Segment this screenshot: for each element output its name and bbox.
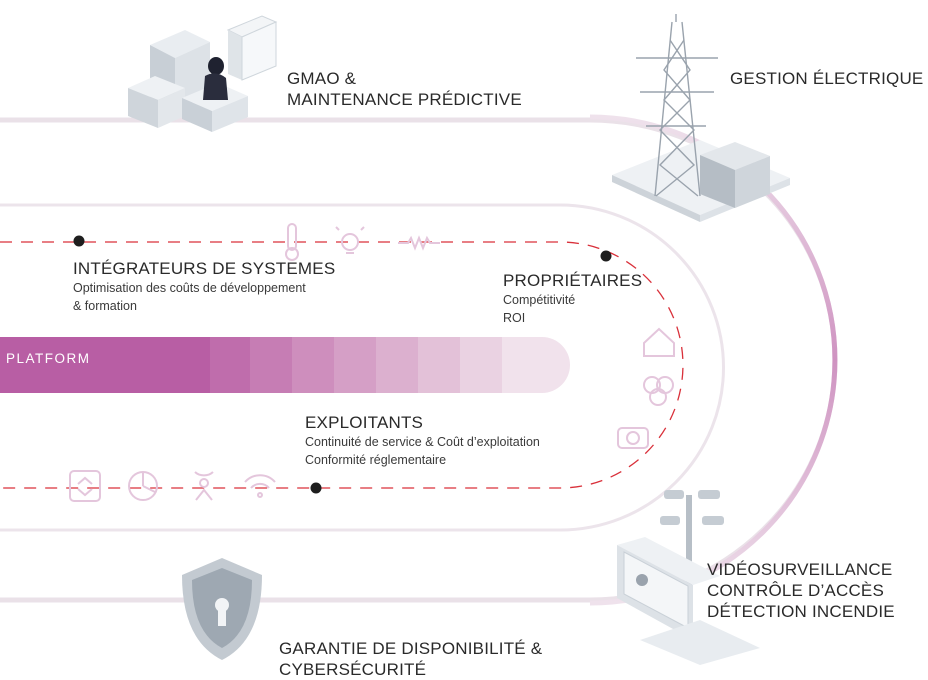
electric-label: GESTION ÉLECTRIQUE — [730, 69, 924, 88]
security-label: GARANTIE DE DISPONIBILITÉ & CYBERSÉCURIT… — [279, 638, 542, 680]
security-line1: GARANTIE DE DISPONIBILITÉ & — [279, 639, 543, 658]
operators-dot — [310, 482, 322, 494]
integrators-line2: & formation — [73, 299, 137, 313]
operators-block: EXPLOITANTS Continuité de service & Coût… — [305, 412, 540, 469]
camera-monitor-illustration — [617, 490, 760, 665]
video-line2: CONTRÔLE D’ACCÈS — [707, 581, 885, 600]
operators-line1: Continuité de service & Coût d’exploitat… — [305, 435, 540, 449]
person-signal-icon — [194, 471, 214, 501]
thermometer-icon — [285, 223, 299, 261]
camera-icon — [617, 427, 649, 449]
operators-line2: Conformité réglementaire — [305, 453, 447, 467]
platform-bar — [0, 337, 570, 393]
elevator-icon — [69, 470, 101, 502]
gmao-line2: MAINTENANCE PRÉDICTIVE — [287, 90, 522, 109]
integrators-title: INTÉGRATEURS DE SYSTEMES — [73, 259, 336, 278]
shield-lock-illustration — [182, 558, 262, 660]
power-pylon-illustration — [612, 14, 790, 222]
owners-line2: ROI — [503, 311, 526, 325]
wifi-icon — [244, 474, 276, 498]
gmao-line1: GMAO & — [287, 69, 357, 88]
integrators-line1: Optimisation des coûts de développement — [73, 281, 306, 295]
owners-title: PROPRIÉTAIRES — [503, 271, 643, 290]
integrators-dot — [73, 235, 85, 247]
integrators-block: INTÉGRATEURS DE SYSTEMES Optimisation de… — [73, 258, 335, 315]
owners-dot — [600, 250, 612, 262]
server-workstation-illustration — [128, 15, 278, 132]
lightbulb-icon — [335, 226, 365, 254]
owners-block: PROPRIÉTAIRES Compétitivité ROI — [503, 270, 642, 327]
clock-icon — [128, 471, 158, 501]
inner-band — [0, 203, 725, 532]
operators-title: EXPLOITANTS — [305, 413, 424, 432]
resistor-icon — [398, 235, 440, 251]
video-line1: VIDÉOSURVEILLANCE — [707, 560, 893, 579]
platform-label: PLATFORM — [6, 351, 91, 366]
video-label: VIDÉOSURVEILLANCE CONTRÔLE D’ACCÈS DÉTEC… — [707, 559, 895, 622]
video-line3: DÉTECTION INCENDIE — [707, 602, 895, 621]
gmao-label: GMAO & MAINTENANCE PRÉDICTIVE — [287, 68, 522, 110]
security-line2: CYBERSÉCURITÉ — [279, 660, 427, 679]
home-icon — [643, 327, 675, 357]
rings-icon — [643, 376, 674, 406]
owners-line1: Compétitivité — [503, 293, 576, 307]
